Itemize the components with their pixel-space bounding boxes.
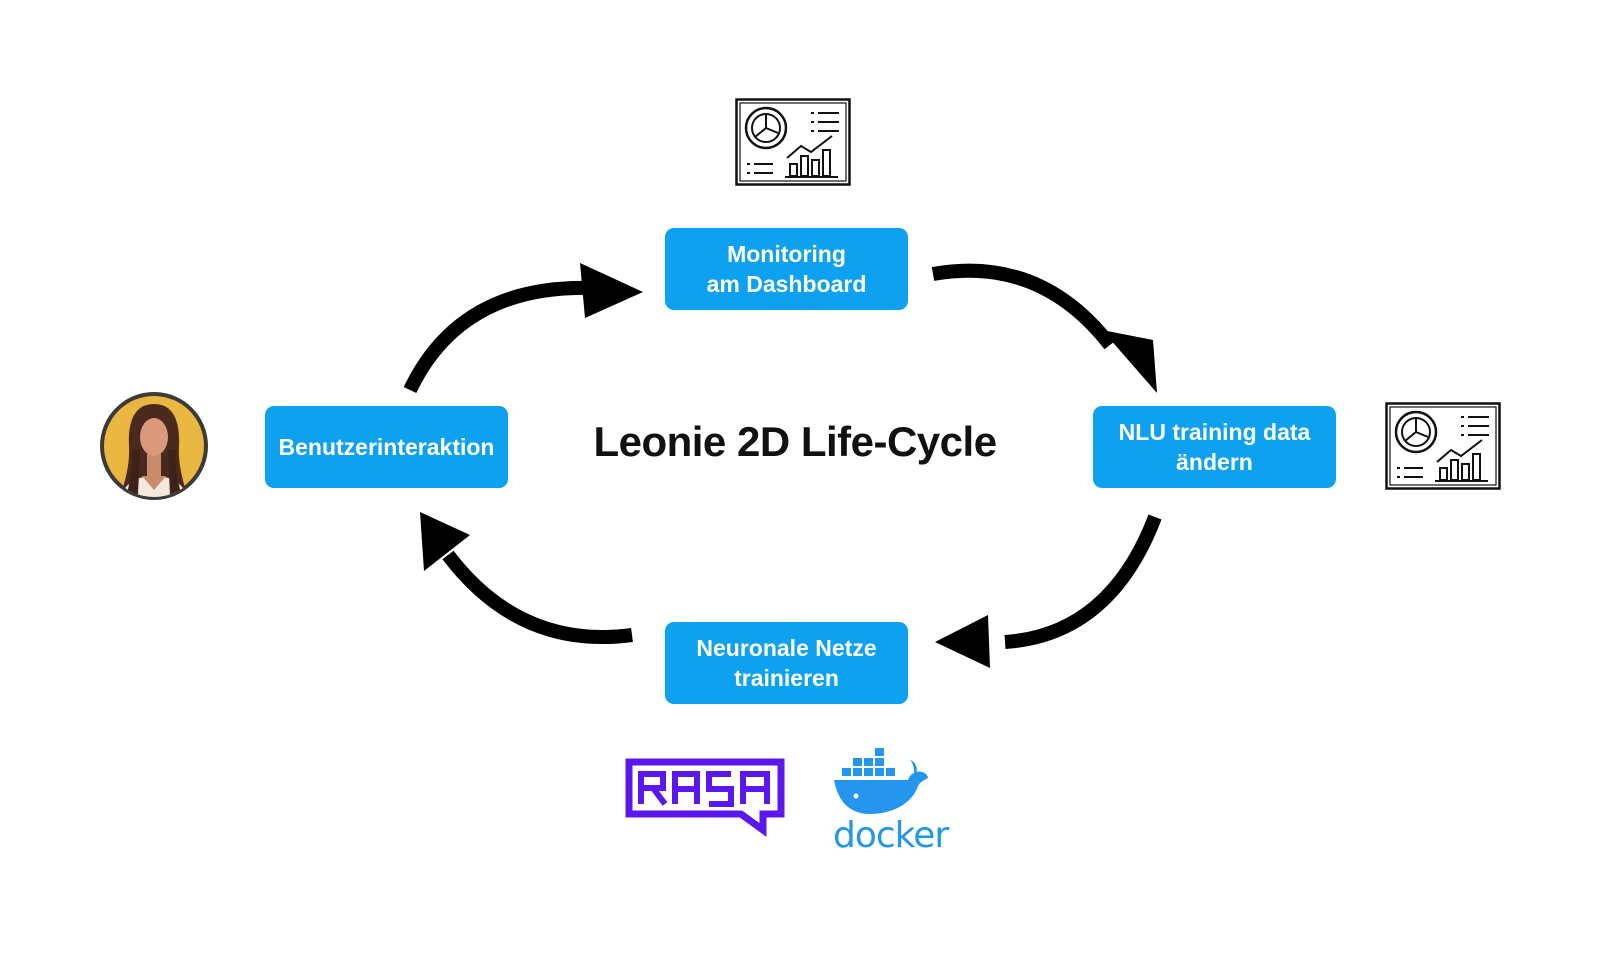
docker-wordmark: docker	[833, 815, 949, 856]
node-monitoring-dashboard: Monitoring am Dashboard	[665, 228, 908, 310]
node-nlu-line1: NLU training data	[1118, 419, 1311, 445]
dashboard-icon	[1385, 402, 1501, 490]
arrowhead-nlu	[1102, 330, 1157, 393]
node-benutzerinteraktion: Benutzerinteraktion	[265, 406, 508, 488]
arrow-user-to-monitoring	[403, 280, 591, 394]
node-nlu-line2: ändern	[1176, 449, 1253, 475]
docker-logo	[834, 748, 928, 814]
node-train-line1: Neuronale Netze	[696, 635, 877, 661]
arrowhead-train	[935, 615, 990, 668]
node-neuronale-netze: Neuronale Netze trainieren	[665, 622, 908, 704]
node-user-label: Benutzerinteraktion	[278, 434, 495, 460]
user-avatar-icon	[100, 392, 208, 500]
arrow-nlu-to-train	[1004, 514, 1162, 649]
rasa-logo	[625, 758, 785, 837]
arrowhead-monitoring	[580, 263, 643, 318]
diagram-title: Leonie 2D Life-Cycle	[593, 418, 997, 465]
node-nlu-training-data: NLU training data ändern	[1093, 406, 1336, 488]
dashboard-icon	[735, 98, 851, 186]
node-train-line2: trainieren	[734, 665, 839, 691]
node-monitoring-line2: am Dashboard	[706, 271, 867, 297]
arrow-train-to-user	[442, 550, 633, 645]
arrowhead-user	[420, 512, 470, 571]
arrow-monitoring-to-nlu	[931, 263, 1116, 350]
node-monitoring-line1: Monitoring	[727, 241, 846, 267]
